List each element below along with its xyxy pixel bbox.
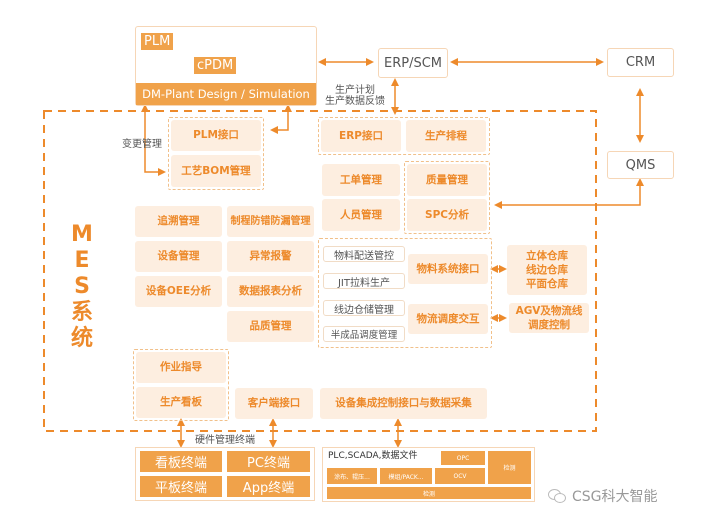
quality-control-management[interactable]: 品质管理 xyxy=(227,311,314,342)
agv-control[interactable]: AGV及物流线 调度控制 xyxy=(509,303,589,333)
spc-analysis[interactable]: SPC分析 xyxy=(407,199,487,231)
device-integration-interface[interactable]: 设备集成控制接口与数据采集 xyxy=(320,388,487,419)
change-management-label: 变更管理 xyxy=(122,139,162,150)
traceability-management[interactable]: 追溯管理 xyxy=(135,206,222,237)
equipment-management[interactable]: 设备管理 xyxy=(135,241,222,272)
erp-interface[interactable]: ERP接口 xyxy=(321,120,401,152)
mes-title-char: E xyxy=(74,248,90,273)
process-bom-management[interactable]: 工艺BOM管理 xyxy=(171,155,261,187)
mes-title-char: 系 xyxy=(70,300,93,325)
tablet-terminal[interactable]: 平板终端 xyxy=(140,476,222,497)
mes-title-char: S xyxy=(74,274,90,299)
plm-group xyxy=(168,117,264,190)
production-plan-label: 生产计划 xyxy=(335,85,375,96)
client-interface[interactable]: 客户端接口 xyxy=(235,388,313,419)
plm-interface[interactable]: PLM接口 xyxy=(171,120,261,151)
semi-finished-scheduling[interactable]: 半成品调度管理 xyxy=(323,326,405,342)
arrow-change-management xyxy=(141,104,166,176)
line-side-warehouse: 线边仓库 xyxy=(526,263,568,276)
module-pack-cell[interactable]: 模组/PACK... xyxy=(380,468,432,484)
mes-boundary xyxy=(43,110,597,432)
material-delivery-control[interactable]: 物料配送管控 xyxy=(323,246,405,262)
dispatch-control-label: 调度控制 xyxy=(528,319,570,331)
field-layer-title: PLC,SCADA,数据文件 xyxy=(328,451,418,461)
stereo-warehouse: 立体仓库 xyxy=(526,249,568,262)
material-group xyxy=(318,238,492,348)
crm-system[interactable]: CRM xyxy=(607,48,674,77)
erp-link-label: 生产计划 生产数据反馈 xyxy=(325,85,385,107)
inspection-cell-bottom[interactable]: 检测 xyxy=(327,487,531,499)
exception-alarm[interactable]: 异常报警 xyxy=(227,241,314,272)
work-instruction[interactable]: 作业指导 xyxy=(136,352,226,383)
kanban-terminal[interactable]: 看板终端 xyxy=(140,451,222,472)
guide-group xyxy=(133,349,229,421)
work-order-management[interactable]: 工单管理 xyxy=(322,164,400,196)
warehouse-list[interactable]: 立体仓库 线边仓库 平面仓库 xyxy=(507,245,587,295)
plm-cpdm-box: PLM cPDM DM-Plant Design / Simulation xyxy=(135,26,317,106)
mes-title-char: 统 xyxy=(70,326,93,351)
mes-title: M E S 系 统 xyxy=(62,222,102,352)
logistics-dispatch-interaction[interactable]: 物流调度交互 xyxy=(408,304,488,334)
line-side-storage[interactable]: 线边仓储管理 xyxy=(323,300,405,316)
quality-management[interactable]: 质量管理 xyxy=(407,164,487,196)
plm-label: PLM xyxy=(141,33,174,50)
dm-plant-design-bar: DM-Plant Design / Simulation xyxy=(136,83,316,105)
jit-material-pull[interactable]: JIT拉料生产 xyxy=(323,273,405,289)
qms-system[interactable]: QMS xyxy=(607,151,674,179)
production-feedback-label: 生产数据反馈 xyxy=(325,96,385,107)
equipment-oee-analysis[interactable]: 设备OEE分析 xyxy=(135,276,222,307)
data-report-analysis[interactable]: 数据报表分析 xyxy=(227,276,314,307)
watermark: CSG科大智能 xyxy=(548,486,658,506)
pc-terminal[interactable]: PC终端 xyxy=(227,451,310,472)
ocv-cell[interactable]: OCV xyxy=(435,468,485,484)
hardware-terminal-label: 硬件管理终端 xyxy=(195,435,255,446)
flat-warehouse: 平面仓库 xyxy=(526,278,568,291)
cpdm-label: cPDM xyxy=(194,57,237,74)
personnel-management[interactable]: 人员管理 xyxy=(322,199,400,231)
material-system-interface[interactable]: 物料系统接口 xyxy=(408,254,488,284)
mes-title-char: M xyxy=(71,222,93,247)
agv-line-label: AGV及物流线 xyxy=(515,304,583,317)
watermark-text: CSG科大智能 xyxy=(572,489,658,505)
error-proofing-management[interactable]: 制程防错防漏管理 xyxy=(227,206,314,237)
quality-group xyxy=(404,161,490,234)
erp-scm-system[interactable]: ERP/SCM xyxy=(378,48,448,78)
inspection-cell-right[interactable]: 检测 xyxy=(488,451,531,484)
opc-cell[interactable]: OPC xyxy=(441,451,485,465)
wechat-icon xyxy=(548,489,566,503)
app-terminal[interactable]: App终端 xyxy=(227,476,310,497)
arrow-plm-interface xyxy=(270,104,292,134)
production-scheduling[interactable]: 生产排程 xyxy=(406,120,486,152)
coating-rolling-cell[interactable]: 涂布、辊压... xyxy=(327,468,377,484)
production-kanban[interactable]: 生产看板 xyxy=(136,387,226,418)
arrow-qms-spc xyxy=(494,178,644,209)
erp-group xyxy=(318,117,490,155)
